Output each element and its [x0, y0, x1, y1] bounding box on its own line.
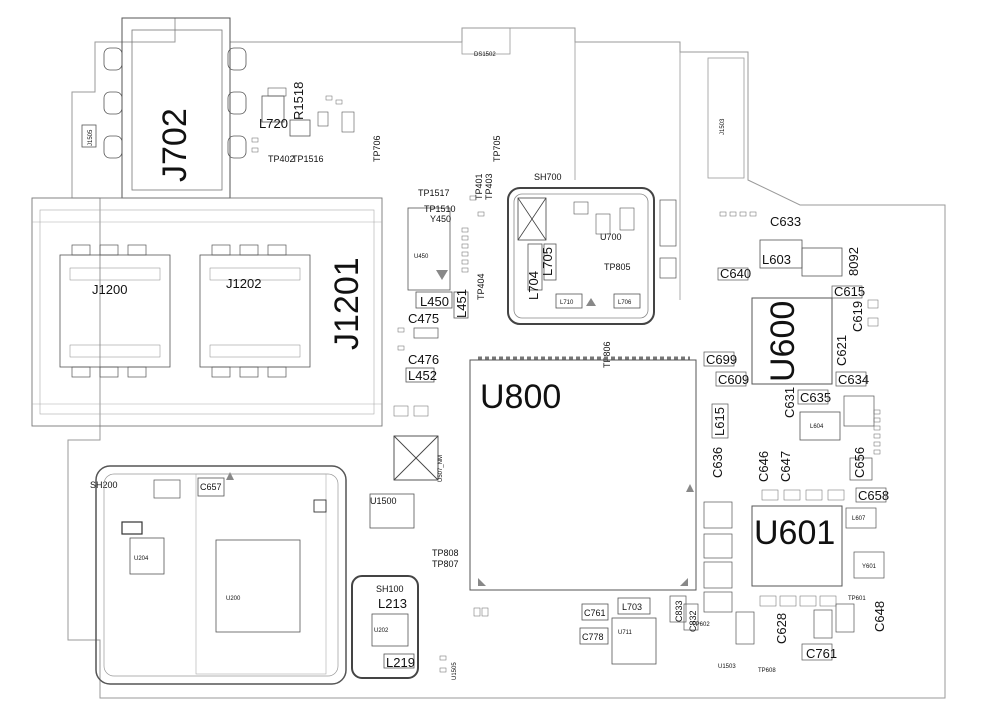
l603-label: L603 — [762, 252, 791, 267]
tp706-label: TP706 — [372, 135, 382, 162]
c658-label: C658 — [858, 488, 889, 503]
r8092-label: 8092 — [846, 247, 861, 276]
fl203-label: C657 — [200, 482, 222, 492]
u800-label: U800 — [480, 378, 561, 416]
l607-label: L607 — [852, 516, 866, 522]
c621-label: C621 — [834, 335, 849, 366]
tp601-label: TP601 — [848, 596, 866, 602]
c640-label: C640 — [720, 266, 751, 281]
c833-label: C833 — [674, 600, 684, 622]
sh100-label: SH100 — [376, 584, 404, 594]
l604-label: L604 — [810, 424, 824, 430]
u202-label: U202 — [374, 628, 389, 634]
sh700-shield: SH700 L704 L705 L710 L706 U700 TP805 — [507, 172, 655, 325]
c657-label: C648 — [872, 601, 887, 632]
u700-label: U700 — [600, 232, 622, 242]
tp404-label: TP404 — [476, 273, 486, 300]
tp608-label: TP608 — [758, 668, 776, 674]
j1503-label: J1503 — [720, 118, 726, 135]
u1505-label: U1505 — [452, 662, 458, 680]
l213-label: L213 — [378, 596, 407, 611]
y601-label: Y601 — [862, 564, 877, 570]
c615-label: C615 — [834, 284, 865, 299]
tp805-label: TP805 — [604, 262, 631, 272]
tp403-label: TP403 — [484, 173, 494, 200]
sh700-label: SH700 — [534, 172, 562, 182]
c619-label: C619 — [850, 301, 865, 332]
u507-label: U507_NM — [438, 455, 444, 482]
ds1502-label: DS1502 — [474, 52, 496, 58]
l720-label: L720 — [259, 116, 288, 131]
u204-label: U204 — [134, 556, 149, 562]
tp808-label: TP808 — [432, 548, 459, 558]
j702-connector: J702 — [103, 17, 247, 199]
j1202-label: J1202 — [226, 276, 261, 291]
c761-label: C761 — [584, 608, 606, 618]
c648-label: C628 — [774, 613, 789, 644]
c778-label: C778 — [582, 632, 604, 642]
tp807-label: TP807 — [432, 559, 459, 569]
l615-label: L615 — [712, 407, 727, 436]
tp401-label: TP401 — [474, 173, 484, 200]
l704-label: L704 — [526, 271, 541, 300]
c634-label: C634 — [838, 372, 869, 387]
c628-label: C761 — [806, 646, 837, 661]
c635-label: C635 — [800, 390, 831, 405]
l452-label: L452 — [408, 368, 437, 383]
u450-region: U450 TP1517 TP1510 Y450 TP401 TP403 TP40… — [405, 173, 494, 383]
c636-label: C636 — [710, 447, 725, 478]
r1518-label: R1518 — [291, 82, 306, 120]
y450-label: Y450 — [430, 214, 451, 224]
tp602-label: TP602 — [692, 622, 710, 628]
tp705-label: TP705 — [492, 135, 502, 162]
c633-label: C633 — [770, 214, 801, 229]
l705-label: L705 — [540, 247, 555, 276]
u450-label: U450 — [414, 254, 429, 260]
u1500-label: U1500 — [370, 496, 397, 506]
u601-label: U601 — [754, 514, 835, 552]
l706-label: L706 — [618, 300, 632, 306]
j1200-label: J1200 — [92, 282, 127, 297]
c647-label: C647 — [778, 451, 793, 482]
tp1510-label: TP1510 — [424, 204, 456, 214]
l703-label: L703 — [622, 602, 642, 612]
tp402-label: TP402 — [268, 154, 295, 164]
u1503-label: U1503 — [718, 664, 736, 670]
tp806-label: TP806 — [602, 341, 612, 368]
board-outline — [67, 17, 946, 699]
l219-label: L219 — [386, 655, 415, 670]
j702-label: J702 — [156, 108, 194, 182]
c609-label: C609 — [718, 372, 749, 387]
sim-tray-area: J1200 J1202 J1201 — [31, 197, 383, 427]
u800-chip: U800 — [469, 356, 697, 591]
passive-components — [251, 95, 881, 673]
pmic-area: L603 C633 C640 8092 C615 U600 C619 C621 … — [703, 214, 889, 661]
c699-label: C699 — [706, 352, 737, 367]
sh100-shield: SH100 U202 L213 L219 — [351, 575, 419, 679]
u600-label: U600 — [764, 301, 802, 382]
c646-label: C646 — [756, 451, 771, 482]
j1201-label: J1201 — [328, 257, 366, 350]
l450-label: L450 — [420, 294, 449, 309]
l710-label: L710 — [560, 300, 574, 306]
sh200-shield: SH200 U200 U204 C657 — [90, 465, 347, 685]
c476-label: C476 — [408, 352, 439, 367]
c631-label: C631 — [782, 387, 797, 418]
tp1516-label: TP1516 — [292, 154, 324, 164]
u711-label: U711 — [618, 630, 633, 636]
j1505-label: J1505 — [88, 129, 94, 146]
c475-label: C475 — [408, 311, 439, 326]
c832-label: C832 — [688, 610, 698, 632]
l451-label: L451 — [454, 289, 469, 318]
c656-label: C656 — [852, 447, 867, 478]
fiducial-marks — [226, 270, 694, 492]
u200-label: U200 — [226, 596, 241, 602]
tp1517-label: TP1517 — [418, 188, 450, 198]
